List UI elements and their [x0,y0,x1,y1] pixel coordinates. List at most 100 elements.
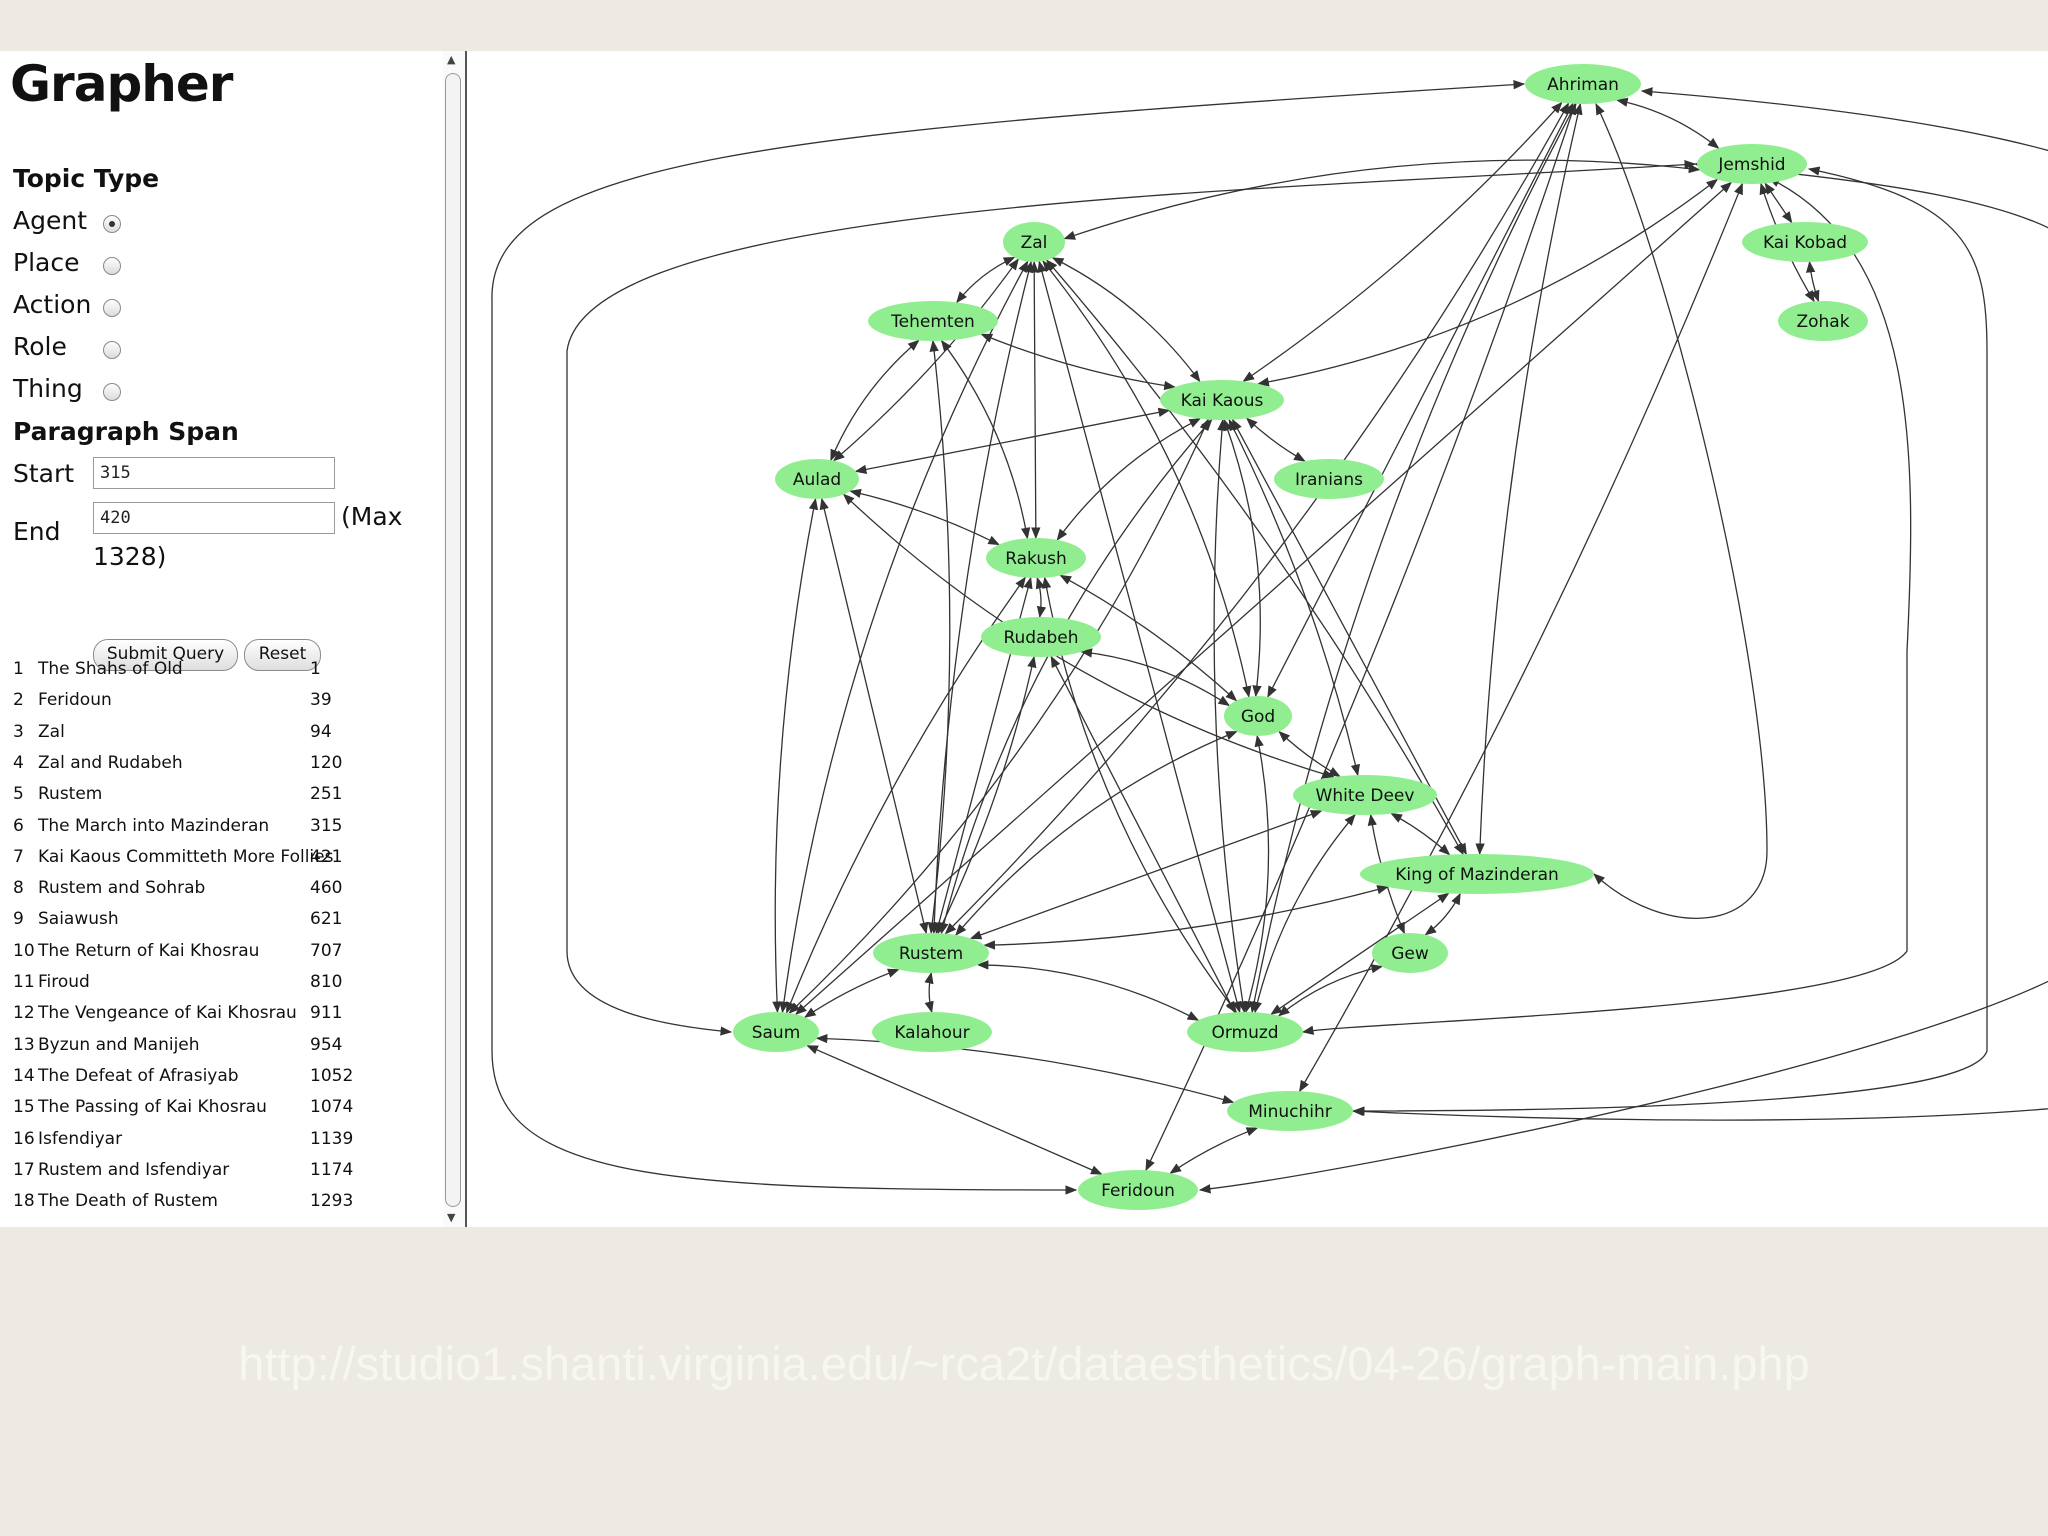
scrollbar[interactable]: ▲ ▼ [443,51,467,1227]
graph-node-shape[interactable] [1697,144,1807,184]
graph-node-label: Aulad [793,470,841,490]
graph-node-shape[interactable] [733,1012,819,1052]
graph-node-shape[interactable] [1160,380,1284,420]
end-input[interactable]: 420 [93,502,335,534]
graph-node-shape[interactable] [868,301,998,341]
graph-node-shape[interactable] [873,933,989,973]
graph-node-tehemten[interactable]: Tehemten [868,301,998,341]
submit-query-button[interactable]: Submit Query [93,639,238,671]
graph-node-shape[interactable] [1372,933,1448,973]
graph-node-shape[interactable] [775,459,859,499]
chapter-start-paragraph: 39 [310,690,332,711]
radio-row-thing[interactable]: Thing [13,374,163,410]
radio-row-place[interactable]: Place [13,248,163,284]
graph-node-shape[interactable] [1274,459,1384,499]
radio-row-role[interactable]: Role [13,332,163,368]
chapter-number: 11 [13,972,35,992]
graph-node-shape[interactable] [1778,301,1868,341]
graph-node-zal[interactable]: Zal [1003,222,1065,262]
graph-node-shape[interactable] [1227,1091,1353,1131]
graph-node-saum[interactable]: Saum [733,1012,819,1052]
graph-node-shape[interactable] [1360,854,1594,894]
graph-edge [1029,260,1041,540]
graph-node-shape[interactable] [1293,775,1437,815]
graph-node-kaikobad[interactable]: Kai Kobad [1742,222,1868,262]
scroll-thumb[interactable] [445,73,461,1207]
radio-row-agent[interactable]: Agent [13,206,163,242]
graph-node-gew[interactable]: Gew [1372,933,1448,973]
graph-node-aulad[interactable]: Aulad [775,459,859,499]
graph-node-shape[interactable] [1187,1012,1303,1052]
chapter-start-paragraph: 954 [310,1034,343,1055]
graph-node-label: Ormuzd [1211,1023,1278,1043]
graph-edge [983,885,1389,950]
start-input[interactable]: 315 [93,457,335,489]
graph-node-rustem[interactable]: Rustem [873,933,989,973]
graph-node-kaikaous[interactable]: Kai Kaous [1160,380,1284,420]
scroll-up-arrow-icon[interactable]: ▲ [447,53,456,66]
graph-node-shape[interactable] [1078,1170,1198,1210]
graph-node-iranians[interactable]: Iranians [1274,459,1384,499]
graph-node-shape[interactable] [1003,222,1065,262]
chapter-start-paragraph: 315 [310,815,343,836]
graph-node-kingmaz[interactable]: King of Mazinderan [1360,854,1594,894]
chapter-start-paragraph: 421 [310,846,343,867]
radio-thing[interactable] [103,383,121,401]
graph-node-shape[interactable] [1742,222,1868,262]
graph-node-shape[interactable] [1525,64,1641,104]
chapter-title: Kai Kaous Committeth More Follies [38,846,334,867]
graph-node-rakush[interactable]: Rakush [986,538,1086,578]
graph-node-zohak[interactable]: Zohak [1778,301,1868,341]
chapter-number: 8 [13,878,24,899]
radio-place[interactable] [103,257,121,275]
graph-node-kalahour[interactable]: Kalahour [872,1012,992,1052]
radio-action[interactable] [103,299,121,317]
radio-role[interactable] [103,341,121,359]
graph-node-shape[interactable] [981,617,1101,657]
radio-agent[interactable] [103,215,121,233]
graph-node-feridoun[interactable]: Feridoun [1078,1170,1198,1210]
radio-label-action: Action [13,290,92,319]
graph-node-shape[interactable] [1224,696,1292,736]
chapter-start-paragraph: 1 [310,659,321,679]
graph-node-ahriman[interactable]: Ahriman [1525,64,1641,104]
graph-node-minuchihr[interactable]: Minuchihr [1227,1091,1353,1131]
graph-edge [1245,417,1306,462]
chapter-number: 18 [13,1191,35,1212]
graph-node-shape[interactable] [986,538,1086,578]
query-panel: Grapher Topic Type Agent Place Action Ro… [0,51,442,1227]
graph-node-ormuzd[interactable]: Ormuzd [1187,1012,1303,1052]
chapter-title: The Defeat of Afrasiyab [38,1065,239,1086]
graph-node-whitedeev[interactable]: White Deev [1293,775,1437,815]
scroll-down-arrow-icon[interactable]: ▼ [447,1211,456,1224]
graph-node-god[interactable]: God [1224,696,1292,736]
graph-node-label: Zohak [1796,312,1849,332]
graph-node-shape[interactable] [872,1012,992,1052]
reset-button[interactable]: Reset [244,639,321,671]
chapter-number: 17 [13,1159,35,1180]
graph-node-jemshid[interactable]: Jemshid [1697,144,1807,184]
radio-row-action[interactable]: Action [13,290,163,326]
chapter-start-paragraph: 120 [310,752,343,773]
graph-node-rudabeh[interactable]: Rudabeh [981,617,1101,657]
